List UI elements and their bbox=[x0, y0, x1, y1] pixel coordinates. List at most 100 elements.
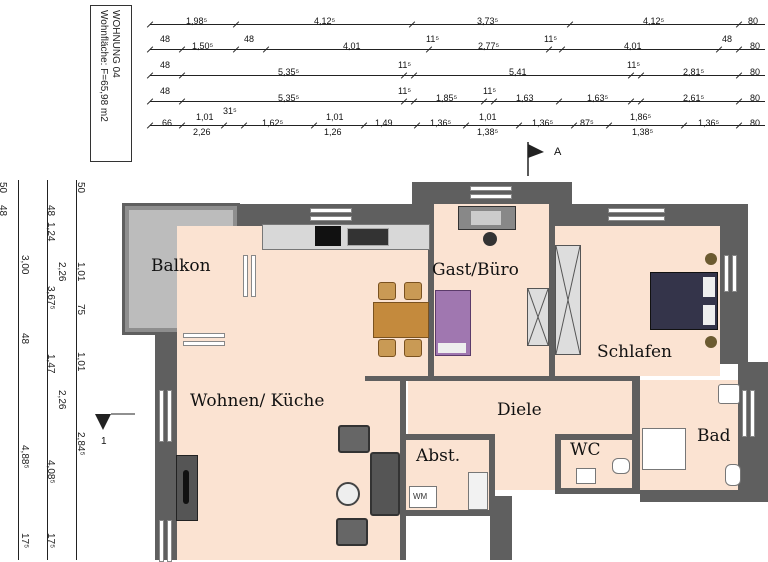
dim-label: 1,36⁵ bbox=[430, 118, 452, 128]
cooktop-icon bbox=[315, 226, 341, 246]
dim-label: 4,88⁵ bbox=[19, 445, 30, 469]
dim-label: 1,98⁵ bbox=[186, 16, 208, 26]
wardrobe bbox=[527, 288, 549, 346]
dim-label: 3,73⁵ bbox=[477, 16, 499, 26]
room-label-wc: WC bbox=[570, 440, 601, 460]
dim-label: 1,63 bbox=[516, 93, 534, 103]
dim-label: 1,86⁵ bbox=[630, 112, 652, 122]
tv-unit bbox=[176, 455, 198, 521]
room-diele bbox=[408, 380, 632, 435]
dim-label: 1,38⁵ bbox=[477, 127, 499, 137]
dim-label: 2,81⁵ bbox=[683, 67, 705, 77]
dim-label: 4,01 bbox=[343, 41, 361, 51]
chair bbox=[378, 339, 396, 357]
dim-label: 4,12⁵ bbox=[314, 16, 336, 26]
dining-table bbox=[373, 302, 429, 338]
dim-label: 11⁵ bbox=[398, 60, 412, 70]
apartment-area: Wohnfläche: F=65,98 m2 bbox=[98, 10, 109, 122]
chair bbox=[404, 339, 422, 357]
dim-label: 1,50⁵ bbox=[192, 41, 214, 51]
dim-label: 17⁵ bbox=[19, 533, 30, 549]
dim-label: 11⁵ bbox=[398, 86, 412, 96]
dim-label: 1,49 bbox=[375, 118, 393, 128]
dim-label: 48 bbox=[244, 34, 255, 44]
dim-label: 1,01 bbox=[75, 262, 86, 282]
dim-label: 11⁵ bbox=[483, 86, 497, 96]
dim-label: 80 bbox=[748, 16, 759, 26]
dim-label: 1,38⁵ bbox=[632, 127, 654, 137]
dim-label: 48 bbox=[19, 333, 30, 345]
room-label-wohnen: Wohnen/ Küche bbox=[190, 391, 325, 411]
dim-label: 2,26 bbox=[56, 262, 67, 282]
dim-label: 80 bbox=[750, 67, 761, 77]
dim-label: 1,26 bbox=[324, 127, 342, 137]
dim-label: 48 bbox=[722, 34, 733, 44]
washing-machine: WM bbox=[409, 486, 437, 508]
dim-label: 48 bbox=[160, 34, 171, 44]
double-bed bbox=[650, 272, 718, 330]
dim-label: 4,01 bbox=[624, 41, 642, 51]
dim-label: 31⁵ bbox=[223, 106, 237, 116]
dim-label: 11⁵ bbox=[426, 34, 440, 44]
dim-label: 75 bbox=[75, 304, 86, 316]
dim-label: 48 bbox=[45, 205, 56, 217]
dim-label: 80 bbox=[750, 41, 761, 51]
dim-label: 3,00 bbox=[19, 255, 30, 275]
sofa bbox=[370, 452, 400, 516]
dim-label: 4,08⁵ bbox=[45, 460, 56, 484]
dim-label: 17⁵ bbox=[45, 533, 56, 549]
dim-line bbox=[150, 49, 765, 50]
dim-label: 5,35⁵ bbox=[278, 67, 300, 77]
dim-label: 80 bbox=[750, 118, 761, 128]
wc-toilet bbox=[612, 458, 630, 474]
shower bbox=[642, 428, 686, 470]
coffee-table bbox=[336, 482, 360, 506]
dim-label: 1,01 bbox=[479, 112, 497, 122]
dim-label: 1,36⁵ bbox=[698, 118, 720, 128]
section-mark-a: A bbox=[526, 142, 566, 182]
triangle-marker-icon bbox=[95, 413, 135, 430]
dim-label: 3,67⁵ bbox=[45, 286, 56, 310]
room-label-gast: Gast/Büro bbox=[432, 260, 519, 280]
toilet bbox=[725, 464, 741, 486]
kitchen-counter bbox=[262, 224, 430, 250]
dim-line bbox=[150, 101, 765, 102]
apartment-label-box: WOHNUNG 04 Wohnfläche: F=65,98 m2 bbox=[90, 5, 132, 162]
dim-label: 1,01 bbox=[326, 112, 344, 122]
chair bbox=[404, 282, 422, 300]
dim-label: 48 bbox=[160, 60, 171, 70]
dim-line bbox=[150, 125, 765, 126]
room-label-schlafen: Schlafen bbox=[597, 342, 672, 362]
section-mark-left: 1 bbox=[95, 412, 135, 447]
dim-line bbox=[150, 24, 765, 25]
dim-label: 11⁵ bbox=[544, 34, 558, 44]
nightstand bbox=[705, 253, 717, 265]
room-label-abst: Abst. bbox=[416, 446, 461, 466]
dim-label: 2,26 bbox=[193, 127, 211, 137]
wc-washbasin bbox=[576, 468, 596, 484]
dim-label: 4,12⁵ bbox=[643, 16, 665, 26]
dim-label: 1,01 bbox=[196, 112, 214, 122]
dim-label: 2,84⁵ bbox=[75, 432, 86, 456]
shelf bbox=[468, 472, 488, 510]
flag-icon bbox=[527, 142, 544, 176]
dim-label: 5,35⁵ bbox=[278, 93, 300, 103]
wardrobe bbox=[555, 245, 581, 355]
dim-label: 2,77⁵ bbox=[478, 41, 500, 51]
dim-label: 87⁵ bbox=[580, 118, 594, 128]
dim-label: 2,26 bbox=[56, 390, 67, 410]
dim-label: 1,62⁵ bbox=[262, 118, 284, 128]
dim-label: 5,41 bbox=[509, 67, 527, 77]
wm-label: WM bbox=[413, 492, 428, 501]
section-mark-label: 1 bbox=[101, 436, 107, 447]
office-chair bbox=[483, 232, 497, 246]
room-label-bad: Bad bbox=[697, 426, 731, 446]
washbasin bbox=[718, 384, 740, 404]
dim-label: 66 bbox=[162, 118, 173, 128]
armchair bbox=[336, 518, 368, 546]
dim-label: 80 bbox=[750, 93, 761, 103]
dim-label: 1,63⁵ bbox=[587, 93, 609, 103]
apartment-name: WOHNUNG 04 bbox=[110, 10, 121, 78]
guest-bed bbox=[435, 290, 471, 356]
dim-label: 11⁵ bbox=[627, 60, 641, 70]
